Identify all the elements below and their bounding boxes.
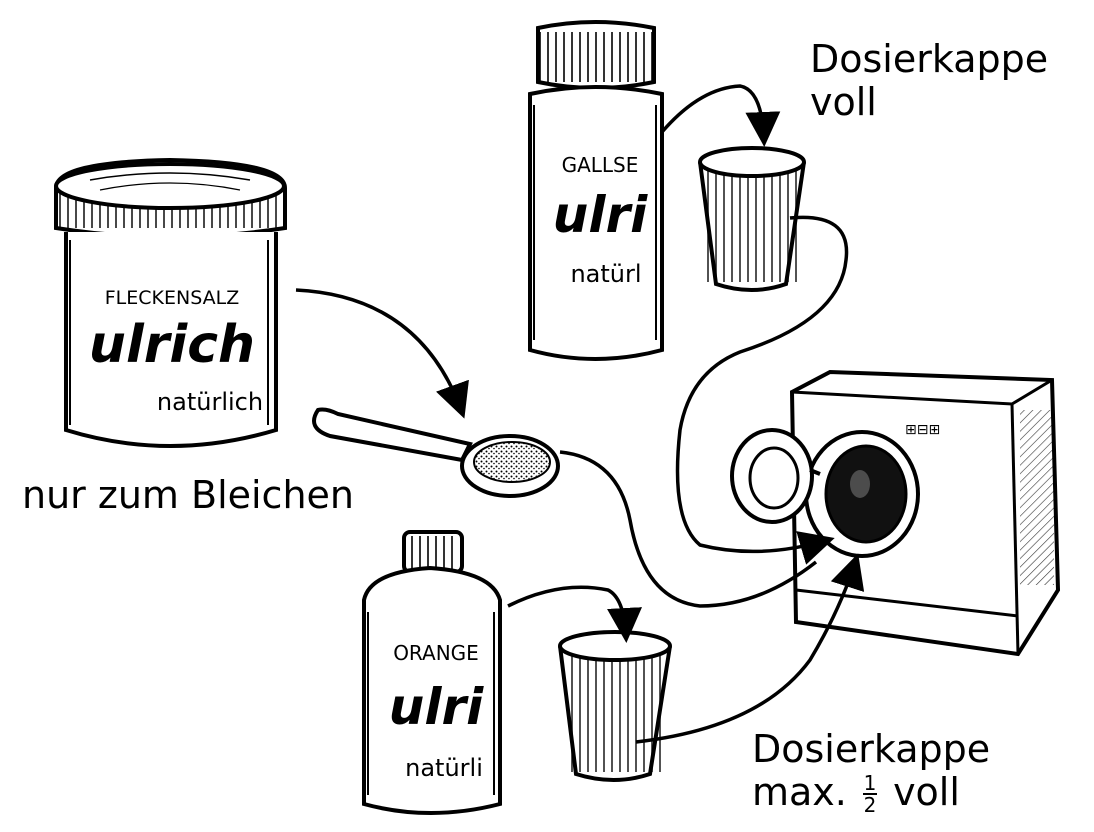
caption-full-cap: Dosierkappe voll <box>810 38 1048 123</box>
gallseife-brand: ulri <box>553 186 648 244</box>
caption-full-cap-line2: voll <box>810 79 877 124</box>
fleckensalz-brand: ulrich <box>89 315 255 375</box>
orange-dosing-cup <box>558 630 672 782</box>
fleckensalz-sub: natürlich <box>157 388 263 416</box>
arrow-orange-cup-to-machine <box>635 553 865 744</box>
caption-half-cap-suffix: voll <box>893 769 960 814</box>
caption-half-cap-line2: max. 1 2 voll <box>752 769 990 818</box>
gallseife-dosing-cup <box>698 146 806 292</box>
caption-half-cap-prefix: max. <box>752 769 847 814</box>
flow-arrows <box>295 84 865 744</box>
caption-half-cap: Dosierkappe max. 1 2 voll <box>752 728 990 815</box>
orange-bottle: ORANGE ulri natürli <box>362 530 502 815</box>
arrow-gallseife-to-cup <box>660 84 781 147</box>
measuring-spoon <box>312 407 560 498</box>
orange-sub: natürli <box>405 754 483 782</box>
machine-badge: ⊞⊟⊞ <box>905 422 940 438</box>
fleckensalz-jar: FLECKENSALZ ulrich natürlich <box>54 157 287 448</box>
orange-brand: ulri <box>389 678 484 736</box>
caption-half-cap-line1: Dosierkappe <box>752 727 991 771</box>
fraction-numerator: 1 <box>863 771 877 796</box>
gallseife-label: GALLSE <box>562 153 639 177</box>
arrow-spoon-to-machine <box>559 450 818 608</box>
caption-full-cap-line1: Dosierkappe <box>810 37 1049 81</box>
gallseife-bottle: GALLSE ulri natürl <box>528 20 664 361</box>
fraction-half: 1 2 <box>862 771 877 818</box>
fleckensalz-label: FLECKENSALZ <box>105 287 239 309</box>
caption-bleach-only: nur zum Bleichen <box>22 473 354 517</box>
arrow-cup-to-machine <box>675 215 849 565</box>
gallseife-sub: natürl <box>570 260 641 288</box>
orange-label: ORANGE <box>393 641 479 665</box>
fraction-denominator: 2 <box>863 793 877 818</box>
arrow-orange-to-cup <box>507 585 642 643</box>
arrow-fleckensalz-to-spoon <box>295 288 469 419</box>
washing-machine: ⊞⊟⊞ <box>730 369 1061 657</box>
